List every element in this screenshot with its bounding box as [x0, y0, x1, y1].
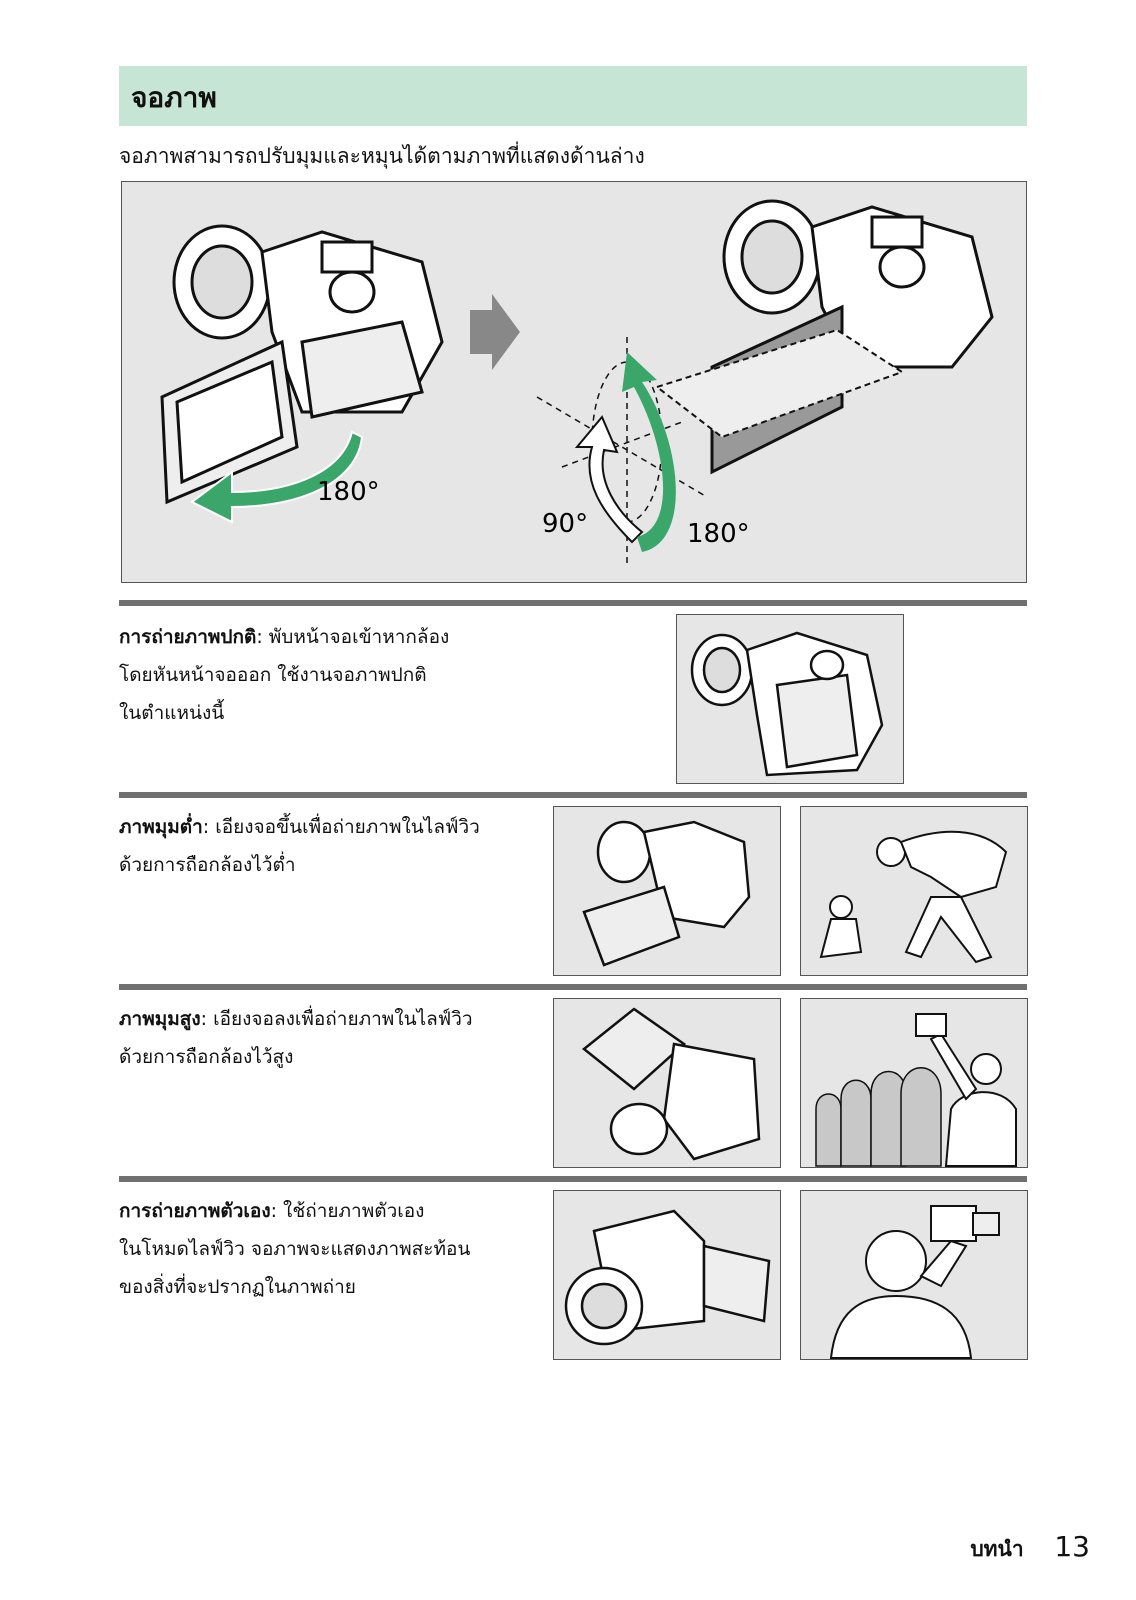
- section-line: ในตำแหน่งนี้: [119, 702, 225, 724]
- section-divider: [119, 600, 1027, 606]
- section-heading: ภาพมุมต่ำ: [119, 816, 203, 838]
- section-self-portrait: การถ่ายภาพตัวเอง: ใช้ถ่ายภาพตัวเอง ในโหม…: [119, 1192, 539, 1306]
- low-angle-photo-panel: [800, 806, 1028, 976]
- rotate-90-arrow: [574, 415, 644, 544]
- section-text: พับหน้าจอเข้าหากล้อง: [268, 626, 450, 648]
- rotation-label-90: 90°: [542, 509, 588, 539]
- high-angle-photo-panel: [800, 998, 1028, 1168]
- intro-text: จอภาพสามารถปรับมุมและหมุนได้ตามภาพที่แสด…: [119, 144, 645, 168]
- rotation-figure: 180° 90° 180°: [121, 181, 1027, 583]
- section-divider: [119, 984, 1027, 990]
- transition-arrow: [470, 294, 520, 370]
- high-angle-camera-panel: [553, 998, 781, 1168]
- section-divider: [119, 1176, 1027, 1182]
- section-first-line: การถ่ายภาพปกติ: พับหน้าจอเข้าหากล้อง: [119, 626, 450, 648]
- section-heading: ภาพมุมสูง: [119, 1008, 201, 1030]
- title-bar: จอภาพ: [119, 66, 1027, 126]
- self-portrait-photo-panel: [800, 1190, 1028, 1360]
- normal-camera-panel: [676, 614, 904, 784]
- section-line: ด้วยการถือกล้องไว้ต่ำ: [119, 854, 296, 876]
- camera-tilt-down-illustration: [581, 1007, 761, 1161]
- section-normal: การถ่ายภาพปกติ: พับหน้าจอเข้าหากล้อง โดย…: [119, 618, 639, 732]
- camera-tilt-up-illustration: [582, 820, 751, 967]
- self-portrait-camera-panel: [553, 1190, 781, 1360]
- section-text: เอียงจอลงเพื่อถ่ายภาพในไลฟ์วิว: [213, 1008, 473, 1030]
- section-divider: [119, 792, 1027, 798]
- section-first-line: การถ่ายภาพตัวเอง: ใช้ถ่ายภาพตัวเอง: [119, 1200, 425, 1222]
- page-footer: บทนำ 13: [970, 1530, 1090, 1566]
- section-text: เอียงจอขึ้นเพื่อถ่ายภาพในไลฟ์วิว: [215, 816, 480, 838]
- section-low-angle: ภาพมุมต่ำ: เอียงจอขึ้นเพื่อถ่ายภาพในไลฟ์…: [119, 808, 539, 884]
- rotate-180-arrow-left: [190, 430, 364, 524]
- footer-section: บทนำ: [970, 1537, 1024, 1561]
- rotate-180-arrow-right: [622, 352, 676, 552]
- camera-normal-illustration: [690, 631, 884, 777]
- camera-left-illustration: [160, 224, 444, 505]
- page-number: 13: [1054, 1530, 1090, 1563]
- low-angle-camera-panel: [553, 806, 781, 976]
- section-line: ด้วยการถือกล้องไว้สูง: [119, 1046, 294, 1068]
- section-heading: การถ่ายภาพปกติ: [119, 626, 257, 648]
- rotation-label-left: 180°: [317, 477, 380, 507]
- camera-front-flip-illustration: [564, 1209, 771, 1346]
- rotation-label-right: 180°: [687, 519, 750, 549]
- section-line: ของสิ่งที่จะปรากฏในภาพถ่าย: [119, 1276, 356, 1298]
- section-high-angle: ภาพมุมสูง: เอียงจอลงเพื่อถ่ายภาพในไลฟ์วิ…: [119, 1000, 539, 1076]
- crowd-high-angle-illustration: [815, 1013, 1017, 1167]
- page-title: จอภาพ: [131, 81, 217, 114]
- camera-right-illustration: [654, 199, 994, 475]
- section-line: ในโหมดไลฟ์วิว จอภาพจะแสดงภาพสะท้อน: [119, 1238, 471, 1260]
- rotation-illustration: 180° 90° 180°: [160, 199, 994, 567]
- section-heading: การถ่ายภาพตัวเอง: [119, 1200, 271, 1222]
- person-self-portrait-illustration: [829, 1205, 1000, 1359]
- person-low-angle-illustration: [819, 830, 1008, 964]
- section-text: ใช้ถ่ายภาพตัวเอง: [283, 1200, 425, 1222]
- section-first-line: ภาพมุมสูง: เอียงจอลงเพื่อถ่ายภาพในไลฟ์วิ…: [119, 1008, 473, 1030]
- section-line: โดยหันหน้าจอออก ใช้งานจอภาพปกติ: [119, 664, 427, 686]
- section-first-line: ภาพมุมต่ำ: เอียงจอขึ้นเพื่อถ่ายภาพในไลฟ์…: [119, 816, 480, 838]
